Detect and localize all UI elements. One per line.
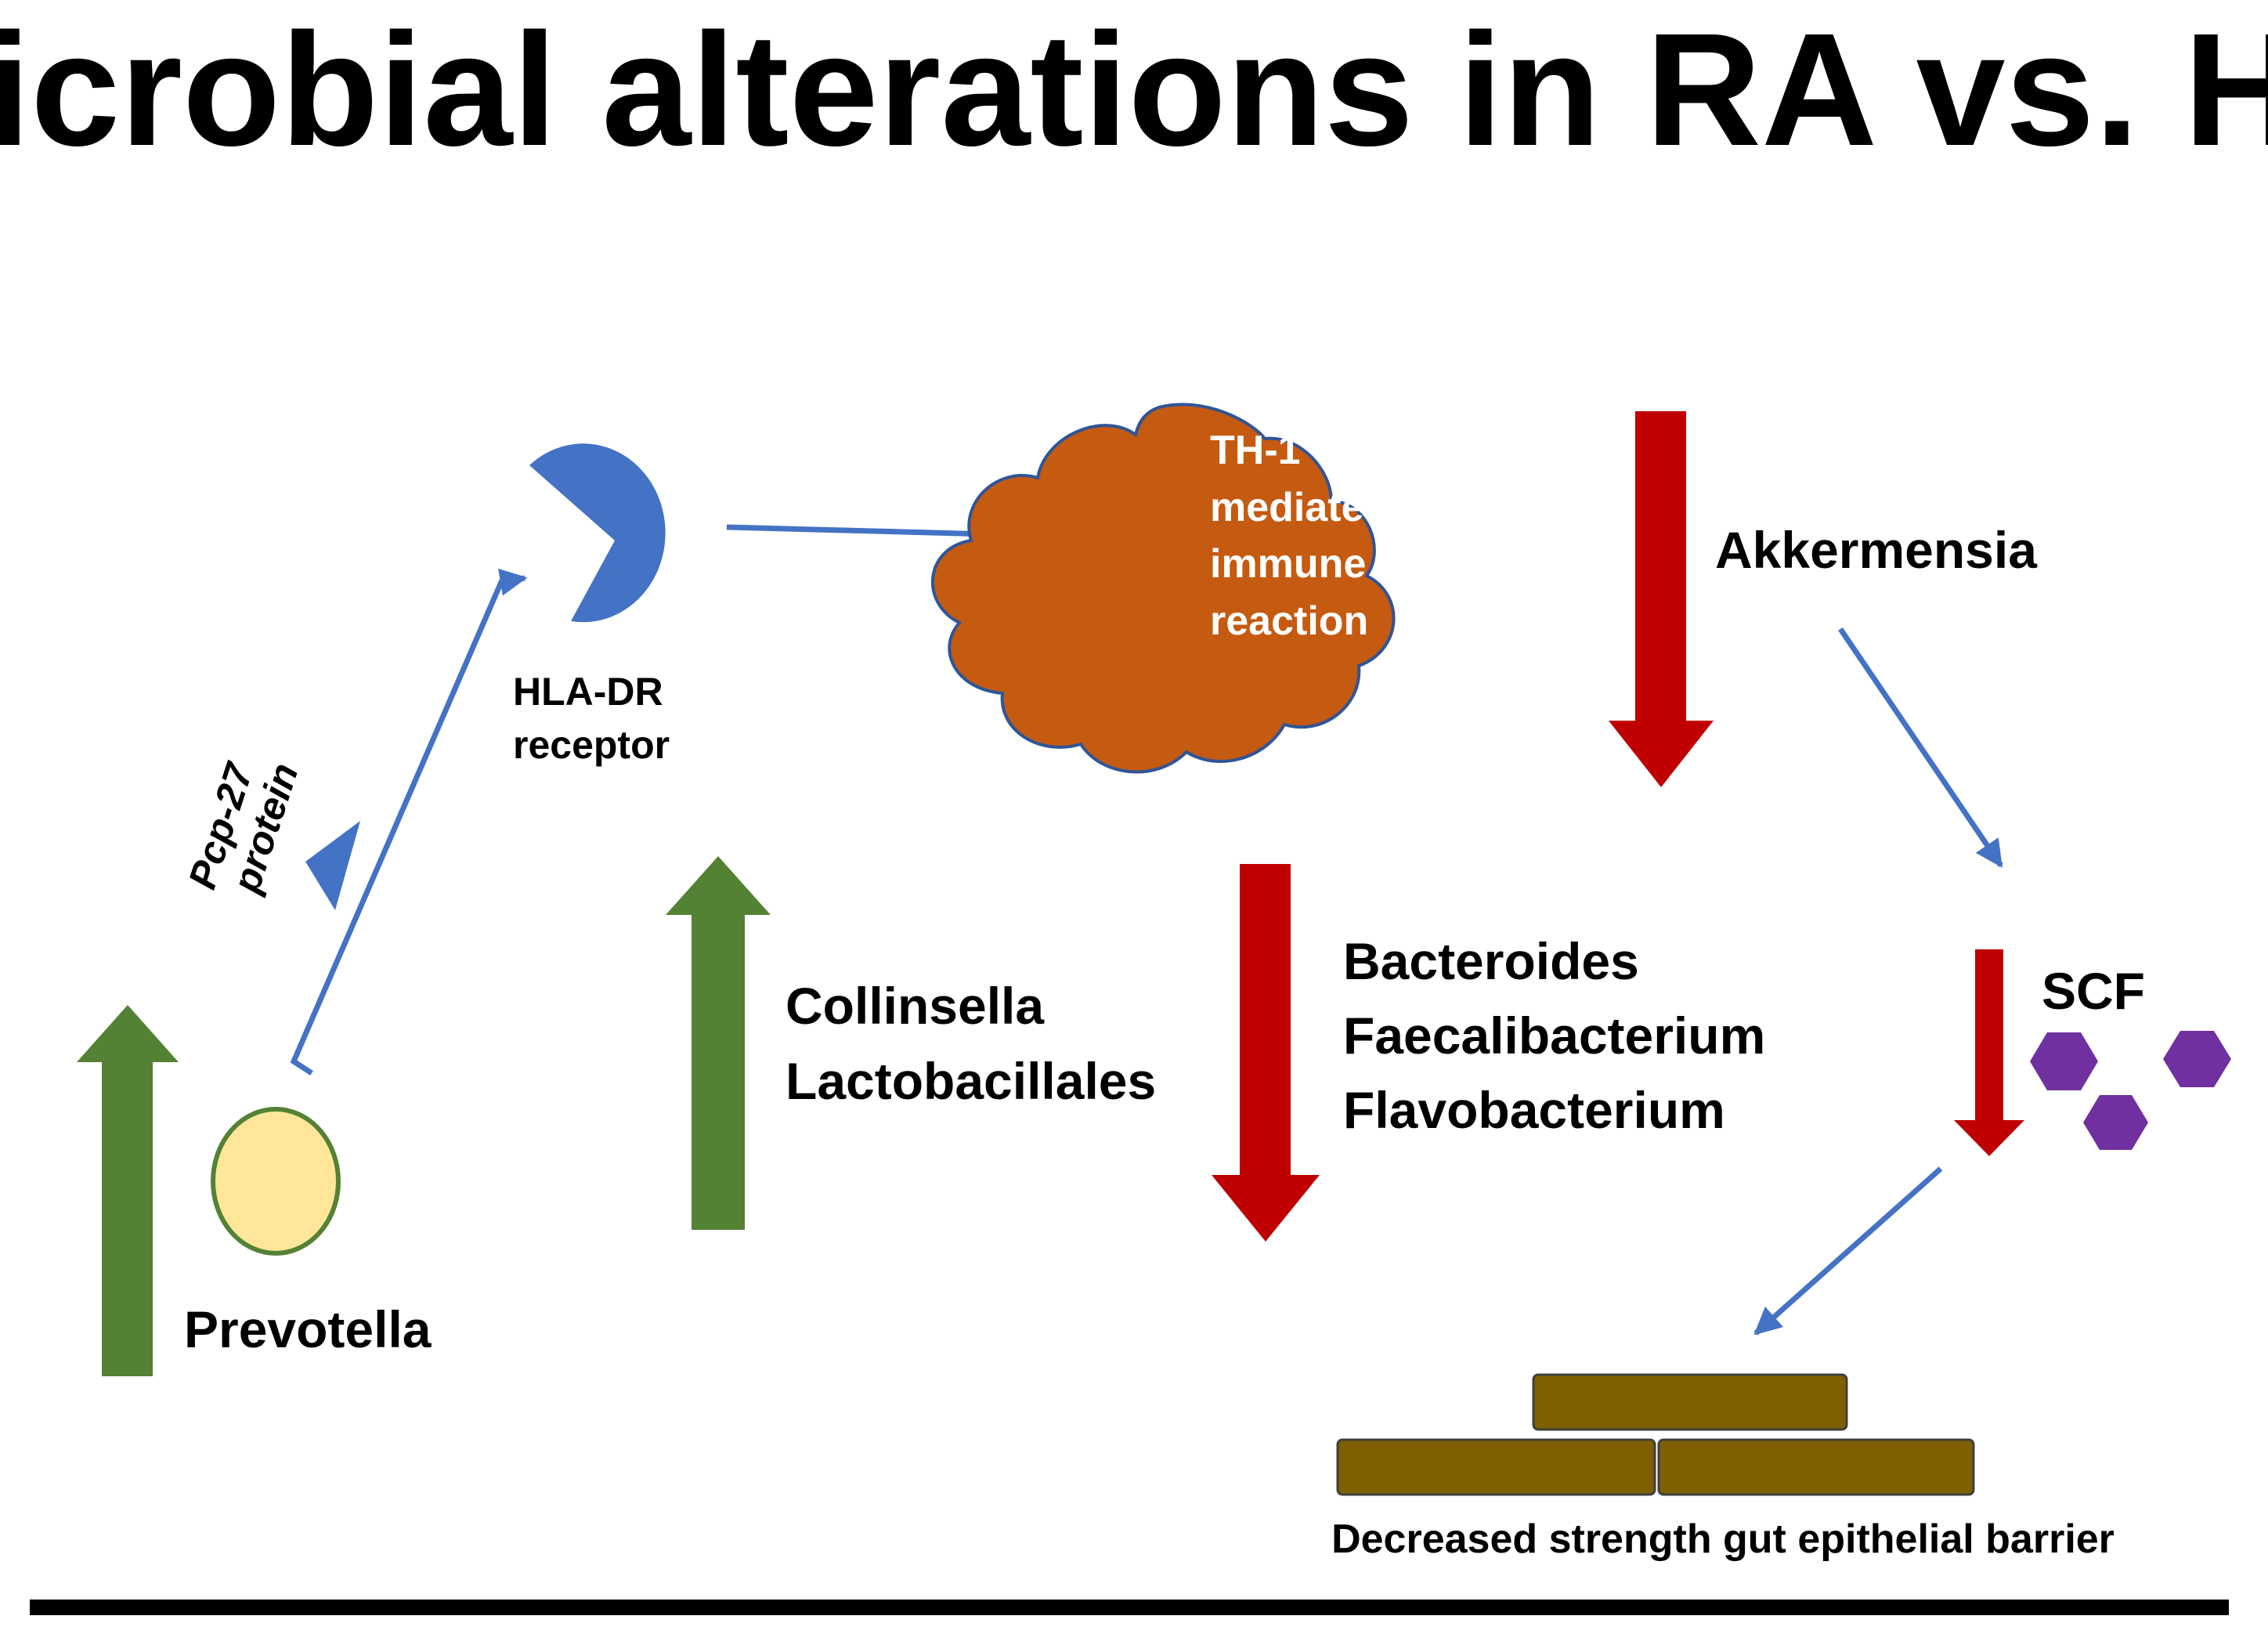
collinsella-label: Collinsella — [785, 977, 1045, 1035]
faecalibacterium-label: Faecalibacterium — [1343, 1007, 1765, 1065]
th1-label-line2: mediated — [1210, 485, 1389, 530]
scf-decrease-arrow — [1954, 949, 2024, 1156]
hla-dr-receptor — [529, 443, 666, 623]
hla-dr-label-line2: receptor — [513, 723, 670, 767]
akkermensia-to-scf-arrow — [1838, 627, 2003, 868]
flavobacterium-label: Flavobacterium — [1343, 1081, 1725, 1139]
barrier-brick-bottom-left — [1336, 1438, 1656, 1496]
barrier-label: Decreased strength gut epithelial barrie… — [1331, 1516, 2115, 1562]
scf-label: SCF — [2042, 962, 2145, 1020]
lactobacillales-label: Lactobacillales — [785, 1052, 1156, 1110]
scf-to-barrier-arrow — [1753, 1166, 1943, 1336]
th1-label-line3: immune — [1210, 541, 1366, 587]
collinsella-increase-arrow — [666, 856, 771, 1230]
barrier-brick-top — [1532, 1373, 1848, 1431]
prevotella-label: Prevotella — [184, 1300, 432, 1358]
hla-dr-label-line1: HLA-DR — [513, 670, 663, 714]
diagram-title: Microbial alterations in RA vs. HC — [0, 0, 2268, 179]
akkermensia-label: Akkermensia — [1715, 521, 2038, 579]
bottom-divider — [30, 1600, 2229, 1615]
pcp27-protein-triangle — [305, 821, 360, 910]
bacteroides-decrease-arrow — [1212, 864, 1320, 1242]
prevotella-to-hla-arrow — [290, 568, 528, 1075]
scfa-hexagon-3 — [2083, 1095, 2148, 1150]
th1-label-line1: TH-1 — [1210, 428, 1301, 473]
scfa-hexagon-2 — [2163, 1031, 2231, 1087]
prevotella-cell — [211, 1107, 341, 1256]
th1-immune-cloud — [931, 403, 1396, 774]
prevotella-increase-arrow — [77, 1005, 179, 1376]
th1-label-line4: reaction — [1210, 598, 1368, 644]
barrier-brick-bottom-right — [1657, 1438, 1975, 1496]
akkermensia-decrease-arrow — [1609, 411, 1714, 787]
bacteroides-label: Bacteroides — [1343, 932, 1639, 990]
scfa-hexagon-1 — [2030, 1032, 2098, 1090]
